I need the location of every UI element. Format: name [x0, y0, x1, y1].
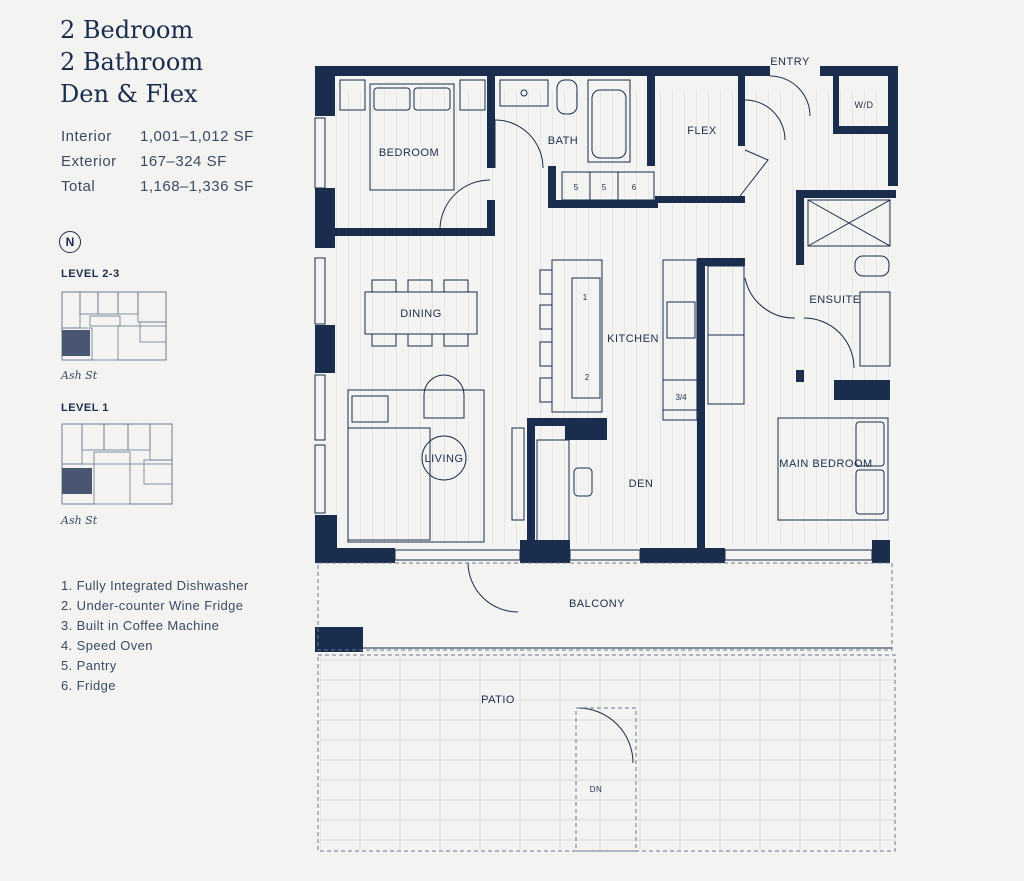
appliance-number: 3/4 — [675, 393, 687, 402]
keyplan-unit-highlight — [62, 330, 90, 356]
interior-walls — [335, 76, 896, 548]
appliance-number: 6 — [632, 183, 637, 192]
legend-item: 6. Fridge — [61, 678, 116, 693]
north-arrow-icon: N — [59, 231, 81, 253]
living-furniture — [347, 374, 525, 543]
title-line-bathrooms: 2 Bathroom — [60, 48, 204, 76]
keyplan-street-label: Ash St — [61, 369, 98, 382]
area-label: Exterior — [61, 153, 117, 170]
bed-main-bedroom — [777, 417, 889, 521]
keyplan-unit-highlight — [62, 468, 92, 494]
room-label-balcony: BALCONY — [569, 598, 625, 610]
legend-item: 2. Under-counter Wine Fridge — [61, 598, 244, 613]
dining-table — [364, 279, 478, 347]
stair-label-dn: DN — [590, 785, 603, 794]
appliance-number: 2 — [585, 373, 590, 382]
appliance-legend: 1. Fully Integrated Dishwasher 2. Under-… — [61, 577, 249, 697]
room-label-entry: ENTRY — [770, 56, 810, 68]
bed-bedroom — [369, 83, 455, 191]
area-row-interior: Interior 1,001–1,012 SF — [61, 128, 254, 153]
legend-item: 5. Pantry — [61, 658, 117, 673]
appliance-number: 5 — [602, 183, 607, 192]
den-desk — [536, 439, 593, 543]
room-label-kitchen: KITCHEN — [607, 333, 659, 345]
appliance-number: 1 — [583, 293, 588, 302]
area-row-exterior: Exterior 167–324 SF — [61, 153, 254, 178]
ensuite-fixtures — [803, 199, 891, 369]
unit-title: 2 Bedroom 2 Bathroom Den & Flex — [60, 14, 203, 110]
doors — [439, 75, 811, 764]
legend-item: 4. Speed Oven — [61, 638, 153, 653]
title-line-bedrooms: 2 Bedroom — [60, 16, 194, 44]
keyplan-level-2-3 — [61, 291, 167, 361]
keyplan-street-label: Ash St — [61, 514, 98, 527]
north-label: N — [65, 235, 75, 249]
room-label-wd: W/D — [855, 100, 874, 110]
legend-item: 3. Built in Coffee Machine — [61, 618, 220, 633]
area-row-total: Total 1,168–1,336 SF — [61, 178, 254, 203]
room-label-patio: PATIO — [481, 694, 515, 706]
area-label: Interior — [61, 128, 112, 145]
room-label-bedroom: BEDROOM — [379, 147, 439, 159]
room-label-dining: DINING — [400, 308, 442, 320]
exterior-walls — [315, 66, 898, 652]
pantry-fridge-cabinets — [561, 171, 655, 201]
floor-hatch — [335, 90, 890, 545]
patio-pavers — [320, 655, 895, 850]
room-label-den: DEN — [629, 478, 654, 490]
area-table: Interior 1,001–1,012 SF Exterior 167–324… — [61, 128, 254, 203]
keyplan-level-1 — [61, 423, 173, 505]
room-label-ensuite: ENSUITE — [809, 294, 860, 306]
bath-fixtures — [494, 79, 631, 169]
area-value: 167–324 SF — [140, 153, 227, 170]
keyplan-level-1-label: LEVEL 1 — [61, 402, 109, 414]
balcony-patio-outlines — [317, 562, 896, 852]
room-label-living: LIVING — [424, 453, 463, 465]
room-label-flex: FLEX — [687, 125, 717, 137]
legend-item: 1. Fully Integrated Dishwasher — [61, 578, 249, 593]
title-line-den-flex: Den & Flex — [60, 80, 198, 108]
area-value: 1,001–1,012 SF — [140, 128, 254, 145]
room-label-bath: BATH — [548, 135, 579, 147]
area-label: Total — [61, 178, 96, 195]
appliance-number: 5 — [574, 183, 579, 192]
windows — [314, 79, 873, 561]
kitchen-island — [539, 259, 698, 421]
keyplan-level-2-3-label: LEVEL 2-3 — [61, 268, 120, 280]
area-value: 1,168–1,336 SF — [140, 178, 254, 195]
room-label-main-bedroom: MAIN BEDROOM — [779, 458, 872, 470]
